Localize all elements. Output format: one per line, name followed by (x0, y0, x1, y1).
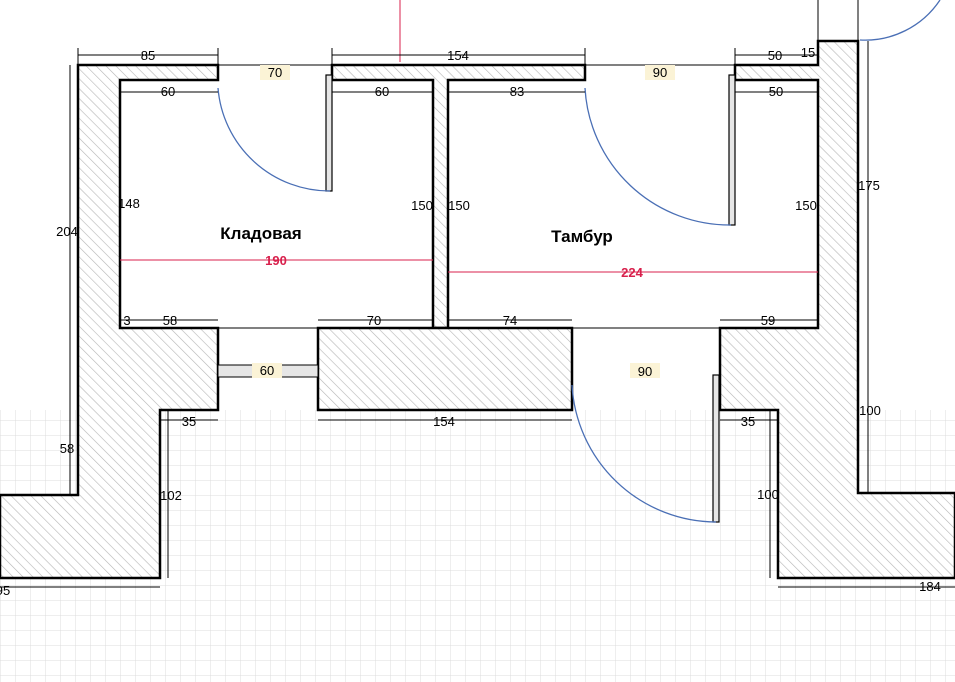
storage-door-arc (217, 87, 331, 192)
dim-148: 148 (118, 196, 140, 211)
dim-150-b: 150 (448, 198, 470, 213)
dim-175: 175 (858, 178, 880, 193)
dim-154-b: 154 (433, 414, 455, 429)
dim-204: 204 (56, 224, 78, 239)
dim-35-a: 35 (182, 414, 196, 429)
dim-60-door: 60 (260, 363, 274, 378)
room-vestibule-label: Тамбур (551, 227, 613, 246)
dim-184: 184 (919, 579, 941, 594)
dim-224: 224 (621, 265, 643, 280)
dim-83: 83 (510, 84, 524, 99)
dim-35-b: 35 (741, 414, 755, 429)
dim-190: 190 (265, 253, 287, 268)
dim-100-b: 100 (757, 487, 779, 502)
dim-70-door: 70 (268, 65, 282, 80)
dim-50-top: 50 (768, 48, 782, 63)
dim-50-b: 50 (769, 84, 783, 99)
dim-3: 3 (123, 313, 130, 328)
bottom-door-leaf (712, 374, 720, 523)
dim-60-b: 60 (375, 84, 389, 99)
dim-90-door: 90 (653, 65, 667, 80)
dim-58-b: 58 (60, 441, 74, 456)
vestibule-door-leaf (728, 74, 736, 226)
dim-150-c: 150 (795, 198, 817, 213)
dim-100-a: 100 (859, 403, 881, 418)
top-right-wall (718, 39, 955, 580)
dim-150-a: 150 (411, 198, 433, 213)
dim-58-a: 58 (163, 313, 177, 328)
top-middle-wall (330, 63, 587, 330)
dim-154-top: 154 (447, 48, 469, 63)
dim-60-a: 60 (161, 84, 175, 99)
bottom-door-arc (571, 384, 717, 523)
dim-74: 74 (503, 313, 517, 328)
left-outer-wall (0, 63, 220, 580)
dim-15: 15 (801, 45, 815, 60)
dim-95: 95 (0, 583, 10, 598)
room-storage-label: Кладовая (220, 224, 301, 243)
middle-lower-wall (316, 326, 574, 412)
storage-door-leaf (325, 74, 333, 192)
dim-102: 102 (160, 488, 182, 503)
dim-70-b: 70 (367, 313, 381, 328)
dim-85: 85 (141, 48, 155, 63)
vestibule-door-arc (584, 87, 732, 226)
dim-90-door-b: 90 (638, 364, 652, 379)
dim-59: 59 (761, 313, 775, 328)
